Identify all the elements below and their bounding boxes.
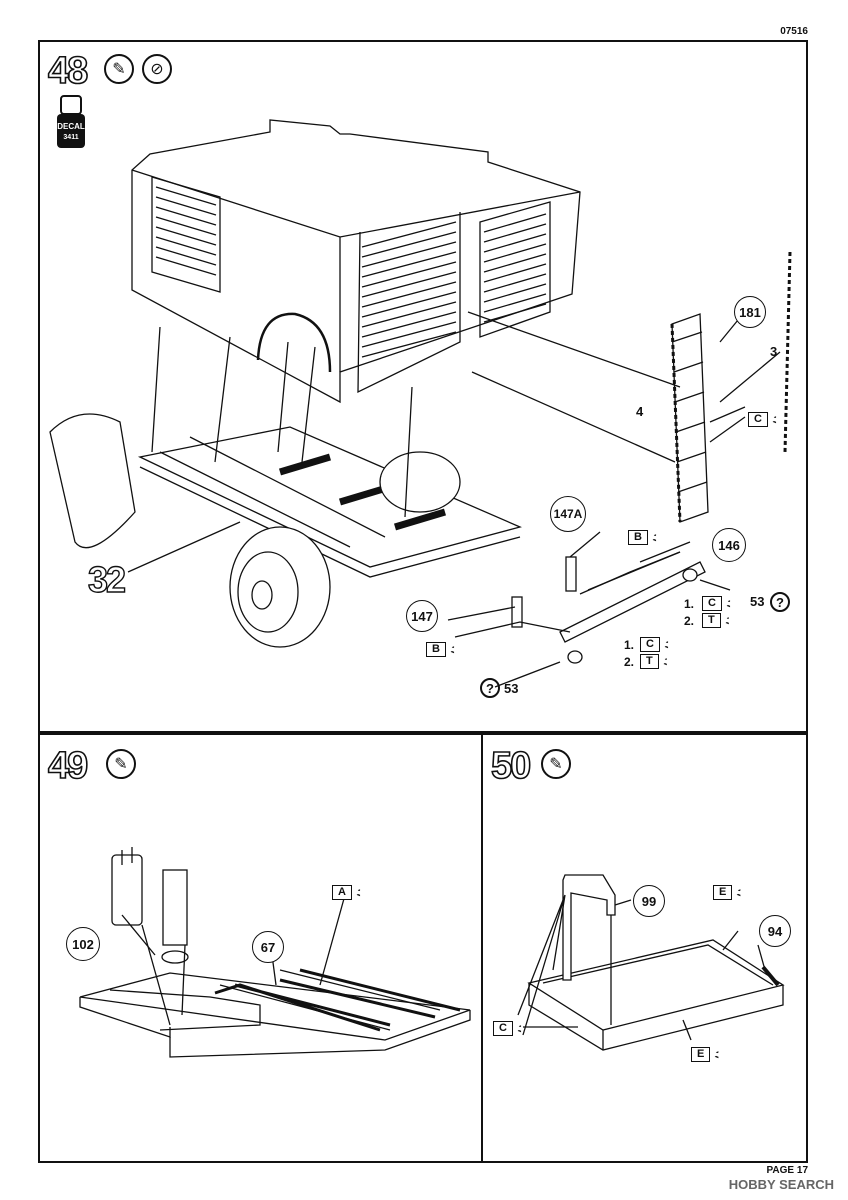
callout-99: 99 (633, 885, 665, 917)
callout-146: 146 (712, 528, 746, 562)
step-49-drawing (79, 847, 471, 1058)
decal-code: 3411 (63, 134, 79, 141)
callout-147: 147 (406, 600, 438, 632)
glue-icon: ✎ (106, 749, 136, 779)
part-32-label: 32 (87, 559, 126, 600)
step-48-drawing (49, 119, 792, 688)
seq-right-two: 2. (684, 614, 695, 628)
flag-e-top-text: E (713, 885, 741, 900)
flag-b-bottom-text: B (426, 642, 454, 657)
flag-b-top: B< (628, 530, 657, 545)
flag-e-bottom: E< (691, 1047, 719, 1062)
flag-e-bottom-text: E (691, 1047, 719, 1062)
question-icon-right: ? (770, 592, 790, 612)
page-number: PAGE 17 (766, 1165, 809, 1176)
flag-c-text: C (493, 1021, 521, 1036)
step-number: 50 (490, 745, 532, 787)
callout-147a: 147A (550, 496, 586, 532)
decal-label: DECAL (57, 122, 85, 131)
callout-67: 67 (252, 931, 284, 963)
seq-right-one-code: C< (702, 596, 731, 611)
step-50-drawing (517, 874, 785, 1051)
glue-icon: ✎ (541, 749, 571, 779)
step-number: 49 (47, 745, 89, 787)
callout-181: 181 (734, 296, 766, 328)
seq-right-one: 1. (684, 597, 695, 611)
flag-b-bottom: B< (426, 642, 455, 657)
flag-a: A< (332, 885, 361, 900)
callout-3: 3 (770, 344, 778, 359)
decal-bottle-icon: DECAL 3411 (54, 94, 88, 150)
flag-a-text: A (332, 885, 360, 900)
seq-bottom-two-code-text: T (640, 654, 667, 669)
flag-c-ladder: C< (748, 412, 777, 427)
step-50-panel: 50 ✎ 99 E< 94 C< E< (481, 733, 808, 1163)
flag-e-top: E< (713, 885, 741, 900)
flag-c-ladder-text: C (748, 412, 776, 427)
callout-4: 4 (636, 404, 644, 419)
flag-b-top-text: B (628, 530, 656, 545)
seq-bottom-one: 1. (624, 638, 635, 652)
callout-102: 102 (66, 927, 100, 961)
glue-icon: ✎ (104, 54, 134, 84)
question-icon-bottom: ? (480, 678, 500, 698)
callout-53-right: 53 (750, 594, 765, 609)
step-number: 48 (47, 50, 89, 92)
no-glue-paint-icon: ⊘ (142, 54, 172, 84)
seq-bottom-two: 2. (624, 655, 635, 669)
flag-c: C< (493, 1021, 522, 1036)
kit-code: 07516 (780, 26, 808, 37)
seq-right-one-code-text: C (702, 596, 730, 611)
watermark: HOBBY SEARCH (728, 1177, 834, 1192)
seq-bottom-one-code-text: C (640, 637, 668, 652)
callout-53-bottom: 53 (504, 681, 519, 696)
callout-94: 94 (759, 915, 791, 947)
step-48-panel: 48 ✎ ⊘ DECAL 3411 (38, 40, 808, 733)
seq-bottom-two-code: T< (640, 654, 667, 669)
step-49-panel: 49 ✎ 102 67 A< (38, 733, 483, 1163)
seq-right-two-code: T< (702, 613, 729, 628)
seq-bottom-one-code: C< (640, 637, 669, 652)
seq-right-two-code-text: T (702, 613, 729, 628)
